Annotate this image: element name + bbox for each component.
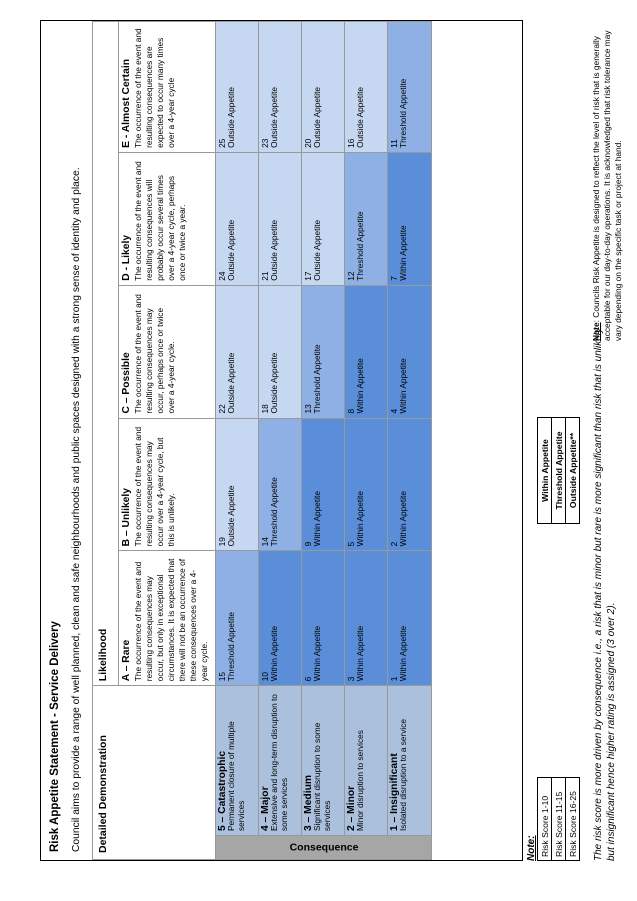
risk-level: Outside Appetite: [312, 219, 323, 281]
legend-range: Risk Score 11-15: [551, 777, 566, 861]
consequence-desc: Minor disruption to services: [355, 730, 366, 832]
risk-level: Outside Appetite: [226, 485, 237, 547]
legend-spacer: [565, 523, 580, 778]
risk-level: Outside Appetite: [226, 352, 237, 414]
risk-level: Within Appetite: [398, 225, 409, 281]
likelihood-desc: The occurrence of the event and resultin…: [133, 558, 209, 682]
legend-spacer: [551, 523, 566, 778]
risk-level: Within Appetite: [398, 491, 409, 547]
risk-appetite-box: Risk Appetite Statement - Service Delive…: [40, 20, 523, 861]
likelihood-title: C – Possible: [121, 352, 132, 414]
risk-legend: Risk Score 1-10 Within Appetite Risk Sco…: [537, 417, 580, 861]
risk-level: Within Appetite: [398, 358, 409, 414]
consequence-header: Consequence: [289, 840, 358, 853]
likelihood-desc: The occurrence of the event and resultin…: [133, 294, 176, 414]
risk-level: Within Appetite: [355, 358, 366, 414]
aim-statement: Council aims to provide a range of well …: [71, 167, 82, 852]
score-explanation: The risk score is more driven by consequ…: [593, 328, 617, 861]
risk-level: Outside Appetite: [355, 87, 366, 148]
footnote: Note: Councils Risk Appetite is designed…: [591, 21, 624, 341]
risk-level: Threshold Appetite: [269, 477, 280, 547]
risk-level: Within Appetite: [398, 625, 409, 682]
risk-level: Outside Appetite: [312, 87, 323, 148]
likelihood-desc: The occurrence of the event and resultin…: [133, 161, 187, 281]
legend-value: Within Appetite: [537, 417, 552, 524]
legend-range: Risk Score 16-25: [565, 777, 580, 861]
risk-level: Threshold Appetite: [226, 612, 237, 682]
risk-level: Threshold Appetite: [398, 78, 409, 148]
likelihood-title: D - Likely: [121, 234, 132, 281]
likelihood-title: B – Unlikely: [121, 488, 132, 547]
consequence-desc: Isolated disruption to a service: [398, 718, 409, 832]
matrix-corner: Detailed Demonstration: [92, 685, 216, 860]
page-title: Risk Appetite Statement - Service Delive…: [49, 621, 61, 852]
legend-spacer: [537, 523, 552, 778]
risk-level: Threshold Appetite: [312, 344, 323, 414]
risk-matrix: Detailed Demonstration Likelihood A – Ra…: [92, 21, 432, 860]
risk-level: Within Appetite: [355, 491, 366, 547]
likelihood-header: Likelihood: [92, 21, 119, 686]
risk-level: Outside Appetite: [226, 87, 237, 148]
legend-value: Outside Appetite**: [565, 417, 580, 524]
risk-level: Within Appetite: [312, 491, 323, 547]
consequence-axis: Consequence: [215, 835, 432, 860]
footnote-text: : Councils Risk Appetite is designed to …: [591, 30, 623, 341]
likelihood-desc: The occurrence of the event and resultin…: [133, 28, 176, 148]
risk-level: Outside Appetite: [269, 352, 280, 414]
consequence-desc: Extensive and long-term disruption to so…: [269, 694, 289, 832]
risk-level: Within Appetite: [269, 625, 280, 682]
risk-level: Within Appetite: [312, 625, 323, 682]
legend-value: Threshold Appetite: [551, 417, 566, 524]
risk-level: Threshold Appetite: [355, 211, 366, 281]
consequence-desc: Significant disruption to some services: [312, 722, 332, 832]
risk-level: Outside Appetite: [269, 219, 280, 281]
risk-level: Within Appetite: [355, 625, 366, 682]
risk-level: Outside Appetite: [226, 219, 237, 281]
consequence-desc: Permanent closure of multiple services: [226, 721, 246, 832]
legend-range: Risk Score 1-10: [537, 777, 552, 861]
likelihood-desc: The occurrence of the event and resultin…: [133, 426, 176, 547]
likelihood-title: E - Almost Certain: [121, 59, 132, 148]
note-label: Note:: [526, 835, 537, 861]
footnote-label: Note: [591, 322, 601, 341]
risk-level: Outside Appetite: [269, 87, 280, 148]
likelihood-title: A – Rare: [121, 639, 132, 682]
